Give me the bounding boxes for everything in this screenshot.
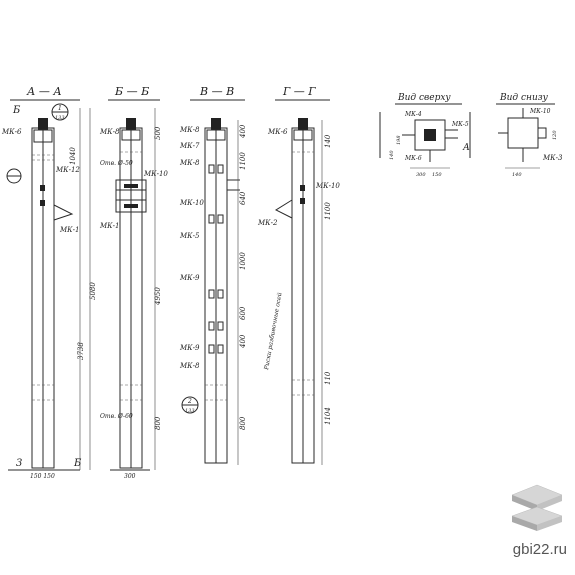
section-a-title: А — А xyxy=(26,85,62,98)
top-view-title: Вид сверху xyxy=(397,93,451,103)
ann-b-mk8: МК-8 xyxy=(99,128,120,136)
ref-circle-v-top: 2 xyxy=(187,398,192,405)
ref-circle-v-bottom: 133 xyxy=(185,408,195,414)
bottom-view-title: Вид снизу xyxy=(499,93,549,103)
ann-g-1: МК-10 xyxy=(315,182,340,190)
section-g-g: Г — Г МК-6 МК-10 МК-2 140 1100 1104 110 xyxy=(257,85,340,465)
dim-g-0: 140 xyxy=(324,134,332,148)
section-v-v: В — В МК-8 МК-7 МК-8 МК-10 МК-5 МК-9 МК-… xyxy=(179,85,284,465)
ann-g-0: МК-6 xyxy=(267,128,288,136)
section-a-bottom-letter: 3 xyxy=(16,458,22,469)
bottom-view-mk10: МК-10 xyxy=(529,108,551,115)
ann-b-mk10: МК-10 xyxy=(143,170,168,178)
dim-a-3738: 3738 xyxy=(77,342,85,360)
dim-a-bottom: 150 150 xyxy=(30,473,55,480)
top-view-dim-1: 198 xyxy=(396,135,402,145)
ref-circle-a-bottom: 133 xyxy=(55,115,65,121)
dim-b-800: 800 xyxy=(154,416,162,430)
dim-b-500: 500 xyxy=(154,126,162,140)
dim-g-1: 1100 xyxy=(324,202,332,220)
ann-g-2: МК-2 xyxy=(257,219,278,227)
dim-b-4950: 4950 xyxy=(154,287,162,306)
ann-v-5: МК-9 xyxy=(179,274,200,282)
top-view-dim-0: 140 xyxy=(389,150,395,160)
section-b-b: Б — Б МК-8 Отв. Ø-50 МК-10 МК-1 Отв. Ø-6… xyxy=(99,85,168,480)
section-a-a: А — А Б 1 133 МК-6 МК-12 МК-1 1040 5080 … xyxy=(1,85,97,480)
dim-b-bottom: 300 xyxy=(124,473,136,480)
dim-a-1040: 1040 xyxy=(69,147,77,165)
section-a-letter-b2: Б xyxy=(73,458,82,469)
dim-v-1: 1100 xyxy=(239,152,247,170)
ann-v-2: МК-8 xyxy=(179,159,200,167)
top-view-mk5: МК-5 xyxy=(451,121,469,128)
ann-a-mk12: МК-12 xyxy=(55,166,80,174)
ann-a-mk6: МК-6 xyxy=(1,128,22,136)
top-view-letter: А xyxy=(462,143,470,153)
bottom-view: Вид снизу МК-10 МК-3 120 140 xyxy=(496,93,563,178)
watermark-site: gbi22.ru xyxy=(512,541,567,558)
bottom-view-dim-0: 120 xyxy=(552,130,558,140)
section-g-title: Г — Г xyxy=(282,85,316,98)
dim-g-3: 110 xyxy=(324,371,332,385)
dim-g-2: 1104 xyxy=(324,407,332,425)
section-b-title: Б — Б xyxy=(114,85,149,98)
dim-v-5: 400 xyxy=(239,334,247,349)
dim-a-5080: 5080 xyxy=(89,282,97,300)
bottom-view-mk3: МК-3 xyxy=(542,154,563,162)
dim-v-0: 400 xyxy=(239,124,247,139)
dim-v-6: 800 xyxy=(239,416,247,430)
ann-b-hole60: Отв. Ø-60 xyxy=(100,413,133,420)
top-view-mk4: МК-4 xyxy=(404,111,422,118)
top-view-dim-3: 150 xyxy=(432,172,442,178)
ann-v-0: МК-8 xyxy=(179,126,200,134)
top-view: Вид сверху МК-4 МК-5 МК-6 А 140 198 300 … xyxy=(379,93,471,178)
ann-v-3: МК-10 xyxy=(179,199,204,207)
dim-v-2: 640 xyxy=(239,191,247,205)
section-a-letter-b: Б xyxy=(12,105,21,116)
ann-b-hole50: Отв. Ø-50 xyxy=(100,160,133,167)
ann-b-mk1: МК-1 xyxy=(99,222,119,230)
note-v-risks: Риски разбивочные осей xyxy=(263,292,284,371)
ann-v-7: МК-8 xyxy=(179,362,200,370)
bottom-view-dim-1: 140 xyxy=(512,172,522,178)
ref-circle-a-top: 1 xyxy=(58,105,62,112)
ann-v-6: МК-9 xyxy=(179,344,200,352)
ann-v-1: МК-7 xyxy=(179,142,200,150)
bottom-view-body xyxy=(507,117,539,149)
ann-v-4: МК-5 xyxy=(179,232,200,240)
top-view-dim-2: 300 xyxy=(416,172,426,178)
dim-v-3: 1000 xyxy=(239,252,247,270)
ann-a-mk1: МК-1 xyxy=(59,226,79,234)
section-v-title: В — В xyxy=(199,85,234,98)
top-view-mk6: МК-6 xyxy=(404,155,422,162)
dim-v-4: 600 xyxy=(239,306,247,320)
stacked-slabs-icon xyxy=(511,484,563,531)
